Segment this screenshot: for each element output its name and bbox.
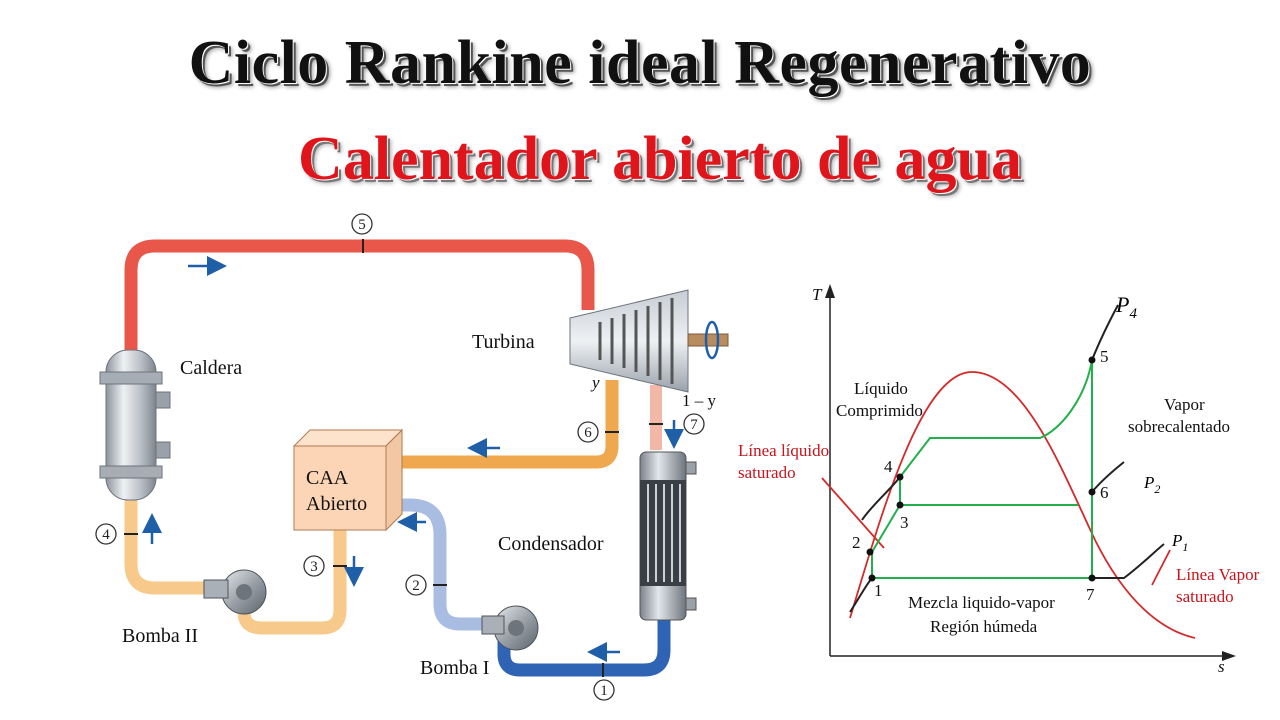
- pipe-pump2-to-boiler: [124, 500, 212, 595]
- point-1: 1: [874, 581, 883, 600]
- pump-1: [481, 605, 539, 651]
- boiler: [99, 349, 171, 501]
- label-comprimido: Comprimido: [836, 401, 923, 420]
- label-linea-liquido: Línea líquido: [738, 441, 829, 460]
- state-circle-1: 1: [593, 679, 615, 701]
- label-linea-vapor: Línea Vapor: [1176, 565, 1260, 584]
- label-abierto: Abierto: [306, 493, 367, 515]
- label-bomba-1: Bomba I: [420, 657, 489, 679]
- state-circle-5: 5: [351, 213, 373, 235]
- svg-text:4: 4: [102, 527, 110, 543]
- label-linea-vapor-saturado: saturado: [1176, 587, 1234, 606]
- state-circle-2: 2: [405, 574, 427, 596]
- svg-text:3: 3: [310, 559, 318, 575]
- pipes: [124, 239, 671, 677]
- caa-open-heater: [292, 428, 404, 532]
- s-axis-label: s: [1218, 657, 1225, 676]
- label-bomba-2: Bomba II: [122, 625, 198, 647]
- point-6: 6: [1100, 483, 1109, 502]
- label-p1: P1: [1171, 531, 1188, 554]
- label-p2: P2: [1143, 473, 1160, 496]
- label-y: y: [590, 373, 600, 392]
- turbine: [569, 289, 729, 393]
- saturation-dome: [849, 371, 1196, 639]
- label-sobrecalentado: sobrecalentado: [1128, 417, 1230, 436]
- label-caa: CAA: [306, 467, 349, 489]
- point-5: 5: [1100, 347, 1109, 366]
- state-circle-7: 7: [683, 413, 705, 435]
- svg-text:2: 2: [412, 578, 420, 594]
- label-liquido: Líquido: [854, 379, 908, 398]
- label-caldera: Caldera: [180, 357, 242, 379]
- state-circle-3: 3: [303, 555, 325, 577]
- page-subtitle: Calentador abierto de agua: [298, 125, 1022, 193]
- pipe-boiler-to-turbine: [124, 239, 595, 355]
- state-circle-4: 4: [95, 523, 117, 545]
- svg-text:6: 6: [584, 425, 592, 441]
- label-region-humeda: Región húmeda: [930, 617, 1038, 636]
- point-2: 2: [852, 533, 861, 552]
- page-title: Ciclo Rankine ideal Regenerativo: [188, 29, 1092, 97]
- pipe-condenser-to-pump1: [497, 620, 671, 677]
- label-vapor: Vapor: [1164, 395, 1205, 414]
- pipe-pump1-to-caa: [400, 498, 492, 631]
- cycle-path: [871, 359, 1093, 579]
- ts-diagram: T s 1 2 3: [738, 284, 1260, 676]
- pointer-vapor-line: [1151, 549, 1171, 586]
- point-4: 4: [884, 457, 893, 476]
- flow-arrows: [142, 256, 684, 662]
- label-mezcla: Mezcla liquido-vapor: [908, 593, 1055, 612]
- point-7: 7: [1086, 585, 1095, 604]
- state-markers: [124, 239, 663, 677]
- svg-text:1: 1: [600, 683, 608, 699]
- svg-text:7: 7: [690, 417, 698, 433]
- t-axis-label: T: [812, 285, 823, 304]
- point-3: 3: [900, 513, 909, 532]
- pointer-liquid-line: [821, 477, 885, 549]
- label-p4: P4: [1115, 292, 1137, 322]
- state-circle-6: 6: [577, 421, 599, 443]
- state-circles: 5 6 7 1 2 3 4: [95, 213, 705, 701]
- label-one-minus-y: 1 – y: [682, 391, 717, 410]
- label-turbina: Turbina: [472, 331, 535, 353]
- pump-2: [203, 569, 267, 615]
- pipe-caa-to-pump2: [237, 528, 347, 635]
- label-condensador: Condensador: [498, 533, 604, 555]
- cycle-points: [866, 356, 1096, 582]
- label-linea-liquido-saturado: saturado: [738, 463, 796, 482]
- pipe-turbine-to-caa: [400, 380, 619, 469]
- svg-text:5: 5: [358, 217, 366, 233]
- condenser: [639, 451, 697, 621]
